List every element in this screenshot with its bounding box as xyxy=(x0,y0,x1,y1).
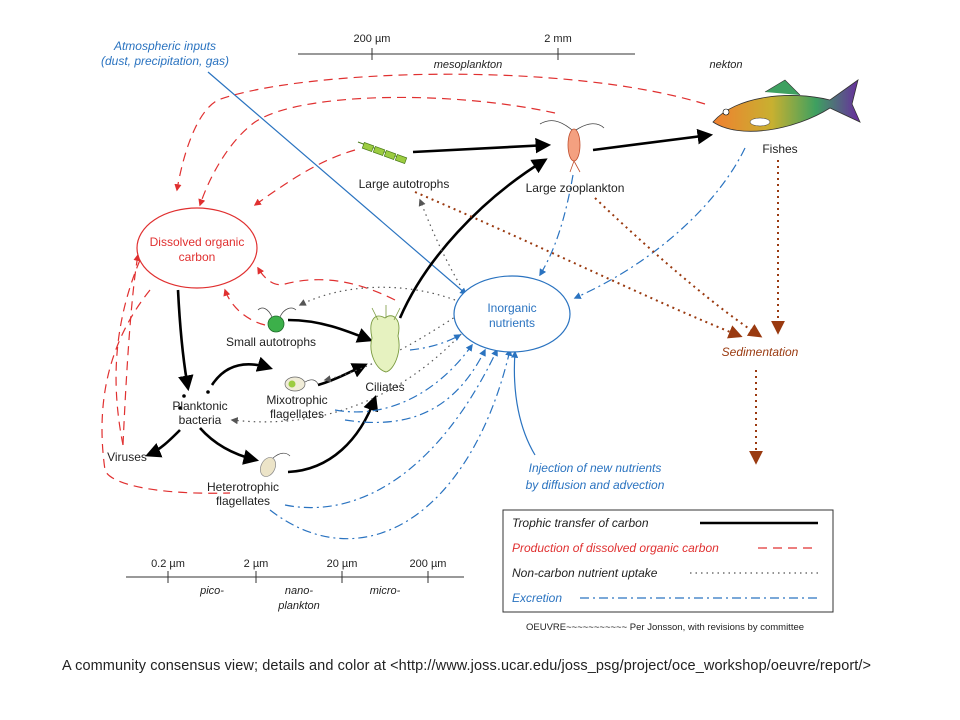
sedimentation-label: Sedimentation xyxy=(722,345,799,359)
atmospheric-inputs-label: Atmospheric inputs xyxy=(113,39,216,53)
mixotrophic-label-2: flagellates xyxy=(270,407,324,421)
zooplankton-icon xyxy=(539,120,605,173)
inorganic-label-2: nutrients xyxy=(489,316,535,330)
plankton-label: plankton xyxy=(277,600,320,612)
scale-tick-0-2um: 0.2 µm xyxy=(151,558,185,570)
small-autotroph-icon xyxy=(257,307,297,333)
dissolved-organic-carbon-node xyxy=(136,207,258,289)
bottom-size-scale: 0.2 µm 2 µm 20 µm 200 µm pico- nano- pla… xyxy=(126,558,464,612)
legend-label-excretion: Excretion xyxy=(512,591,562,605)
injection-label-2: by diffusion and advection xyxy=(526,478,665,492)
credit-line: OEUVRE~~~~~~~~~~~ Per Jonsson, with revi… xyxy=(526,622,804,633)
top-scale-tick-200um: 200 µm xyxy=(354,33,391,45)
trophic-transfer-arrows xyxy=(145,128,714,474)
doc-label-1: Dissolved organic xyxy=(150,235,245,249)
atmospheric-inputs-detail: (dust, precipitation, gas) xyxy=(101,54,229,68)
heterotrophic-label-2: flagellates xyxy=(216,494,270,508)
inorganic-label-1: Inorganic xyxy=(487,301,536,315)
legend-label-trophic: Trophic transfer of carbon xyxy=(512,516,649,530)
micro-label: micro- xyxy=(370,585,401,597)
fish-icon xyxy=(712,79,861,132)
ciliates-label: Ciliates xyxy=(365,380,404,394)
injection-arrow xyxy=(511,350,536,456)
top-scale-tick-2mm: 2 mm xyxy=(544,33,572,45)
excretion-arrows xyxy=(269,147,746,540)
mixotrophic-label-1: Mixotrophic xyxy=(266,393,327,407)
inorganic-nutrients-node xyxy=(453,275,571,353)
nutrient-uptake-arrows xyxy=(230,198,466,425)
injection-label-1: Injection of new nutrients xyxy=(529,461,662,475)
nano-label: nano- xyxy=(285,585,313,597)
viruses-label: Viruses xyxy=(107,450,147,464)
large-zooplankton-label: Large zooplankton xyxy=(526,181,625,195)
small-autotrophs-label: Small autotrophs xyxy=(226,335,316,349)
mixotrophic-flagellate-icon xyxy=(284,376,319,392)
planktonic-label: Planktonic xyxy=(172,399,227,413)
scale-tick-20um: 20 µm xyxy=(327,558,358,570)
doc-production-arrows xyxy=(101,73,706,494)
pico-label: pico- xyxy=(199,585,224,597)
sedimentation-arrows xyxy=(414,160,785,465)
bacteria-label: bacteria xyxy=(179,413,222,427)
mesoplankton-label: mesoplankton xyxy=(434,59,503,71)
large-autotroph-chain-icon xyxy=(357,141,408,164)
atmospheric-input-arrow xyxy=(207,71,468,295)
scale-tick-200um: 200 µm xyxy=(410,558,447,570)
nekton-label: nekton xyxy=(709,59,742,71)
fishes-label: Fishes xyxy=(762,142,797,156)
legend-label-uptake: Non-carbon nutrient uptake xyxy=(512,566,658,580)
doc-label-2: carbon xyxy=(179,250,216,264)
caption: A community consensus view; details and … xyxy=(62,658,872,674)
legend-label-doc: Production of dissolved organic carbon xyxy=(512,541,719,555)
large-autotrophs-label: Large autotrophs xyxy=(359,177,450,191)
ciliate-icon xyxy=(370,305,401,373)
scale-tick-2um: 2 µm xyxy=(244,558,269,570)
top-size-scale: 200 µm 2 mm mesoplankton nekton xyxy=(298,33,743,71)
heterotrophic-label-1: Heterotrophic xyxy=(207,480,279,494)
heterotrophic-flagellate-icon xyxy=(260,452,291,477)
bacteria-dots-icon xyxy=(178,390,210,410)
legend: Trophic transfer of carbon Production of… xyxy=(502,509,834,613)
